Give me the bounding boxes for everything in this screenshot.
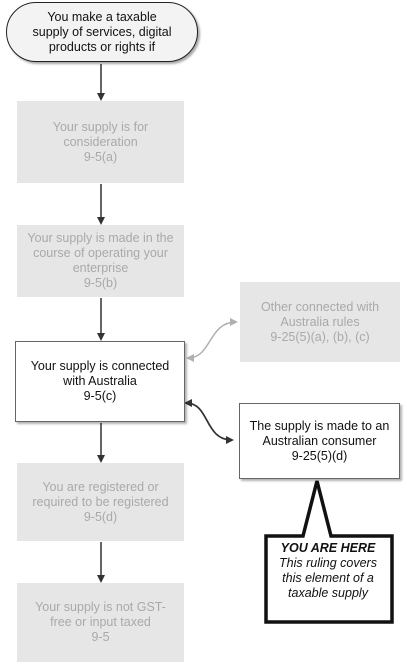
step2-line-4: 9-5(b) (83, 276, 118, 290)
step2-line-3: enterprise (72, 261, 129, 275)
step3-line-3: 9-5(c) (83, 389, 117, 403)
start-line-3: products or rights if (48, 39, 156, 54)
consumer-line-3: 9-25(5)(d) (291, 448, 348, 463)
step1-line-2: consideration (63, 134, 138, 149)
start-line-1: You make a taxable (47, 9, 157, 24)
you-are-here-callout (264, 480, 394, 624)
callout-line-3: taxable supply (288, 586, 368, 600)
callout-heading: YOU ARE HERE (280, 541, 376, 555)
step-consideration: Your supply is for consideration 9-5(a) (17, 101, 184, 183)
step4-line-2: required to be registered (32, 494, 169, 509)
step5-line-2: free or input taxed (50, 615, 151, 629)
step3-line-1: Your supply is connected (30, 359, 170, 373)
other-line-1: Other connected with (260, 299, 380, 314)
step-enterprise: Your supply is made in the course of ope… (17, 225, 184, 297)
step-connected-with-australia: Your supply is connected with Australia … (15, 341, 185, 422)
step2-line-2: course of operating your (33, 246, 168, 260)
consumer-line-2: Australian consumer (262, 433, 377, 448)
start-line-2: supply of services, digital (32, 24, 172, 39)
step4-line-3: 9-5(d) (83, 509, 118, 524)
other-line-2: Australia rules (280, 314, 360, 329)
step1-line-3: 9-5(a) (83, 149, 118, 164)
australian-consumer: The supply is made to an Australian cons… (239, 403, 400, 479)
arrow-step3-to-other-rules (186, 318, 238, 362)
other-line-3: 9-25(5)(a), (b), (c) (270, 329, 370, 344)
callout-text: YOU ARE HERE This ruling covers this ele… (268, 541, 388, 601)
start-terminal: You make a taxable supply of services, d… (6, 2, 198, 62)
step3-line-2: with Australia (63, 374, 137, 388)
other-connected-rules: Other connected with Australia rules 9-2… (240, 282, 400, 362)
callout-line-1: This ruling covers (279, 556, 377, 570)
step2-line-1: Your supply is made in the (27, 231, 174, 245)
callout-line-2: this element of a (282, 571, 374, 585)
step4-line-1: You are registered or (42, 479, 159, 494)
step-registered: You are registered or required to be reg… (17, 463, 184, 541)
arrow-step3-to-consumer (184, 399, 234, 444)
step-not-gst-free: Your supply is not GST- free or input ta… (17, 583, 184, 662)
step1-line-1: Your supply is for (52, 119, 149, 134)
consumer-line-1: The supply is made to an (249, 418, 390, 433)
step5-line-1: Your supply is not GST- (35, 600, 166, 614)
step5-line-3: 9-5 (91, 630, 110, 644)
